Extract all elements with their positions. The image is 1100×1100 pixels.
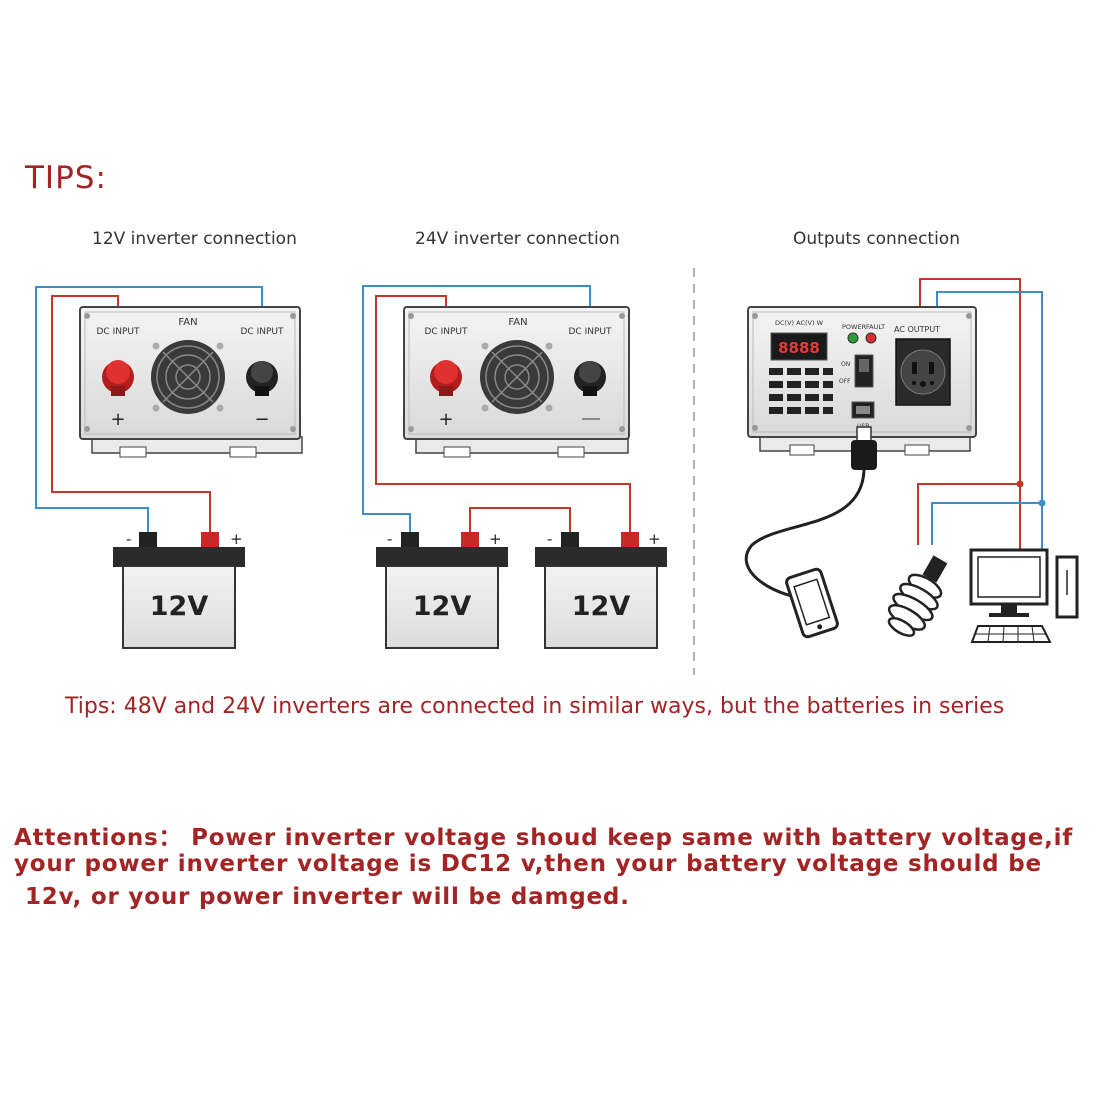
battery-plus: + (489, 530, 502, 548)
ac-output-label: AC OUTPUT (894, 325, 940, 334)
dc-input-label: DC INPUT (569, 327, 612, 337)
off-label: OFF (839, 378, 851, 385)
diagram-outputs: DC(V) AC(V) W POWER FAULT AC OUTPUT 8888… (744, 278, 1079, 643)
wire-blue-24v (362, 285, 591, 534)
vent-slots (769, 368, 833, 414)
fan-icon (151, 340, 225, 414)
power-led-icon (847, 332, 859, 344)
tips-heading: TIPS: (25, 160, 107, 196)
wire-series-link (469, 507, 571, 534)
plus-sign: + (438, 409, 453, 430)
fan-label: FAN (508, 317, 527, 328)
panel-top-label: DC(V) AC(V) W (775, 319, 824, 327)
wire-red-24v (375, 295, 631, 534)
battery-minus: - (126, 530, 131, 548)
wire-blue-to-lamp (931, 502, 1042, 545)
caption-12v-connection: 12V inverter connection (92, 229, 297, 249)
fan-label: FAN (178, 317, 197, 328)
positive-terminal-icon (430, 360, 462, 396)
attention-line-3: 12v, or your power inverter will be damg… (25, 884, 630, 910)
attention-line-2: your power inverter voltage is DC12 v,th… (14, 851, 1042, 877)
display-readout: 8888 (778, 339, 820, 357)
battery-plus: + (648, 530, 661, 548)
battery-12v-b: - + 12V (535, 530, 667, 649)
battery-plus: + (230, 530, 243, 548)
battery-label: 12V (150, 591, 209, 622)
dc-input-label: DC INPUT (241, 327, 284, 337)
diagram-24v: FAN DC INPUT DC INPUT (362, 285, 667, 649)
fan-icon (480, 340, 554, 414)
battery-minus: - (547, 530, 552, 548)
usb-plug-icon (744, 426, 877, 600)
fault-led-icon (865, 332, 877, 344)
power-label: POWER (842, 323, 867, 331)
dc-input-label: DC INPUT (425, 327, 468, 337)
diagram-12v: FAN DC INPUT DC INPUT (35, 286, 303, 649)
ac-socket-icon (895, 338, 951, 406)
battery-label: 12V (572, 591, 631, 622)
negative-terminal-icon (574, 361, 606, 396)
plus-sign: + (110, 409, 125, 430)
attention-line-1: Attentions： Power inverter voltage shoud… (14, 825, 1074, 851)
battery-12v-a: - + 12V (376, 530, 508, 649)
minus-sign: − (254, 409, 269, 430)
negative-terminal-icon (246, 361, 278, 396)
dc-input-label: DC INPUT (97, 327, 140, 337)
light-bulb-icon (887, 555, 948, 637)
battery-label: 12V (413, 591, 472, 622)
tips-note: Tips: 48V and 24V inverters are connecte… (65, 694, 1005, 719)
battery-12v: - + 12V (113, 530, 245, 649)
wire-red-12v (51, 295, 211, 534)
on-label: ON (841, 361, 850, 368)
positive-terminal-icon (102, 360, 134, 396)
caption-outputs-connection: Outputs connection (793, 229, 960, 249)
fault-label: FAULT (866, 323, 885, 331)
voltage-display (770, 332, 828, 361)
keyboard-icon (970, 625, 1052, 643)
smartphone-icon (785, 567, 839, 639)
caption-24v-connection: 24V inverter connection (415, 229, 620, 249)
inverter-12v: FAN DC INPUT DC INPUT (79, 306, 303, 458)
inverter-output-panel: DC(V) AC(V) W POWER FAULT AC OUTPUT 8888… (747, 306, 977, 456)
inverter-24v: FAN DC INPUT DC INPUT (403, 306, 630, 458)
wire-red-output (919, 278, 1021, 550)
computer-icon (969, 548, 1079, 643)
wire-red-to-lamp (917, 483, 1020, 545)
wire-blue-12v (35, 286, 263, 534)
battery-minus: - (387, 530, 392, 548)
